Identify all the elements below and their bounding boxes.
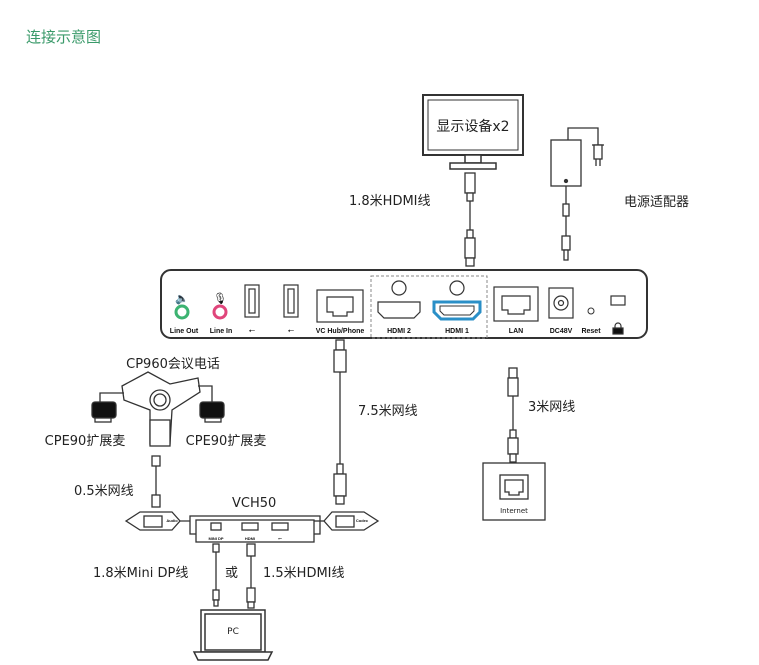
hdmi-cable-top-label: 1.8米HDMI线 [349, 194, 431, 209]
line-out-port: 🔈 Line Out [170, 292, 199, 335]
cable-05-label: 0.5米网线 [74, 484, 134, 499]
ethernet-cable-3m [507, 367, 519, 463]
display-label: 显示设备x2 [436, 118, 509, 135]
microphone-icon: 🎙 [213, 292, 227, 305]
vch50-label: VCH50 [232, 496, 276, 511]
dc48v-label: DC48V [550, 328, 573, 335]
usb-port-1: ⭠ [244, 284, 260, 335]
vc-hub-label: VC Hub/Phone [316, 328, 365, 335]
ethernet-cable-75m [333, 339, 347, 505]
pc-label: PC [227, 627, 239, 637]
vch-right-jack-label: Codec [356, 518, 369, 523]
hdmi-cable-top [464, 172, 476, 267]
mini-dp-cable [212, 543, 220, 607]
or-label: 或 [225, 566, 238, 581]
vch-hdmi-label: HDMI [245, 536, 255, 541]
lan-port: LAN [493, 286, 539, 335]
display-monitor: 显示设备x2 [422, 94, 524, 170]
usb-icon: ⭠ [288, 326, 295, 335]
vc-hub-port: VC Hub/Phone [316, 289, 365, 335]
hdmi-cable-bottom [246, 543, 256, 609]
kensington-lock [610, 295, 626, 335]
power-adapter [550, 127, 604, 261]
vch50-hub: Audio MINI DP HDMI ⭠ Codec [124, 511, 380, 543]
internet-label: Internet [500, 507, 528, 515]
ethernet-cable-05m [151, 455, 161, 508]
speaker-icon: 🔈 [175, 292, 189, 305]
hdmi2-port: HDMI 2 [377, 280, 421, 335]
cpe90-right-label: CPE90扩展麦 [186, 434, 267, 449]
hdmi-cable-bottom-label: 1.5米HDMI线 [263, 566, 345, 581]
cp960-label: CP960会议电话 [126, 357, 220, 372]
usb-icon: ⭠ [249, 326, 256, 335]
mini-dp-label: MINI DP [208, 536, 223, 541]
vch-left-jack-label: Audio [166, 518, 178, 523]
cable-75-label: 7.5米网线 [358, 404, 418, 419]
usb-port-2: ⭠ [283, 284, 299, 335]
line-in-label: Line In [210, 328, 233, 335]
mini-dp-cable-label: 1.8米Mini DP线 [93, 566, 188, 581]
reset-label: Reset [581, 328, 601, 335]
lan-label: LAN [509, 328, 523, 335]
hdmi2-label: HDMI 2 [387, 328, 411, 335]
cp960-phone [91, 371, 225, 447]
cpe90-left-label: CPE90扩展麦 [45, 434, 126, 449]
hdmi-group-frame [370, 275, 488, 339]
page-title: 连接示意图 [26, 28, 102, 46]
lock-icon [612, 327, 624, 335]
internet-wall-jack: Internet [482, 462, 546, 521]
line-in-port: 🎙 Line In [210, 292, 233, 335]
line-out-label: Line Out [170, 328, 199, 335]
dc-power-port: DC48V [548, 287, 574, 335]
reset-button: Reset [581, 307, 601, 335]
cable-3-label: 3米网线 [528, 400, 575, 415]
hdmi1-label: HDMI 1 [445, 328, 469, 335]
power-adapter-label: 电源适配器 [624, 195, 689, 210]
main-device: 🔈 Line Out 🎙 Line In ⭠ ⭠ VC Hub/Phone [160, 269, 648, 339]
usb-icon: ⭠ [278, 536, 282, 542]
hdmi1-port: HDMI 1 [432, 280, 482, 335]
pc-laptop: PC [192, 609, 274, 661]
